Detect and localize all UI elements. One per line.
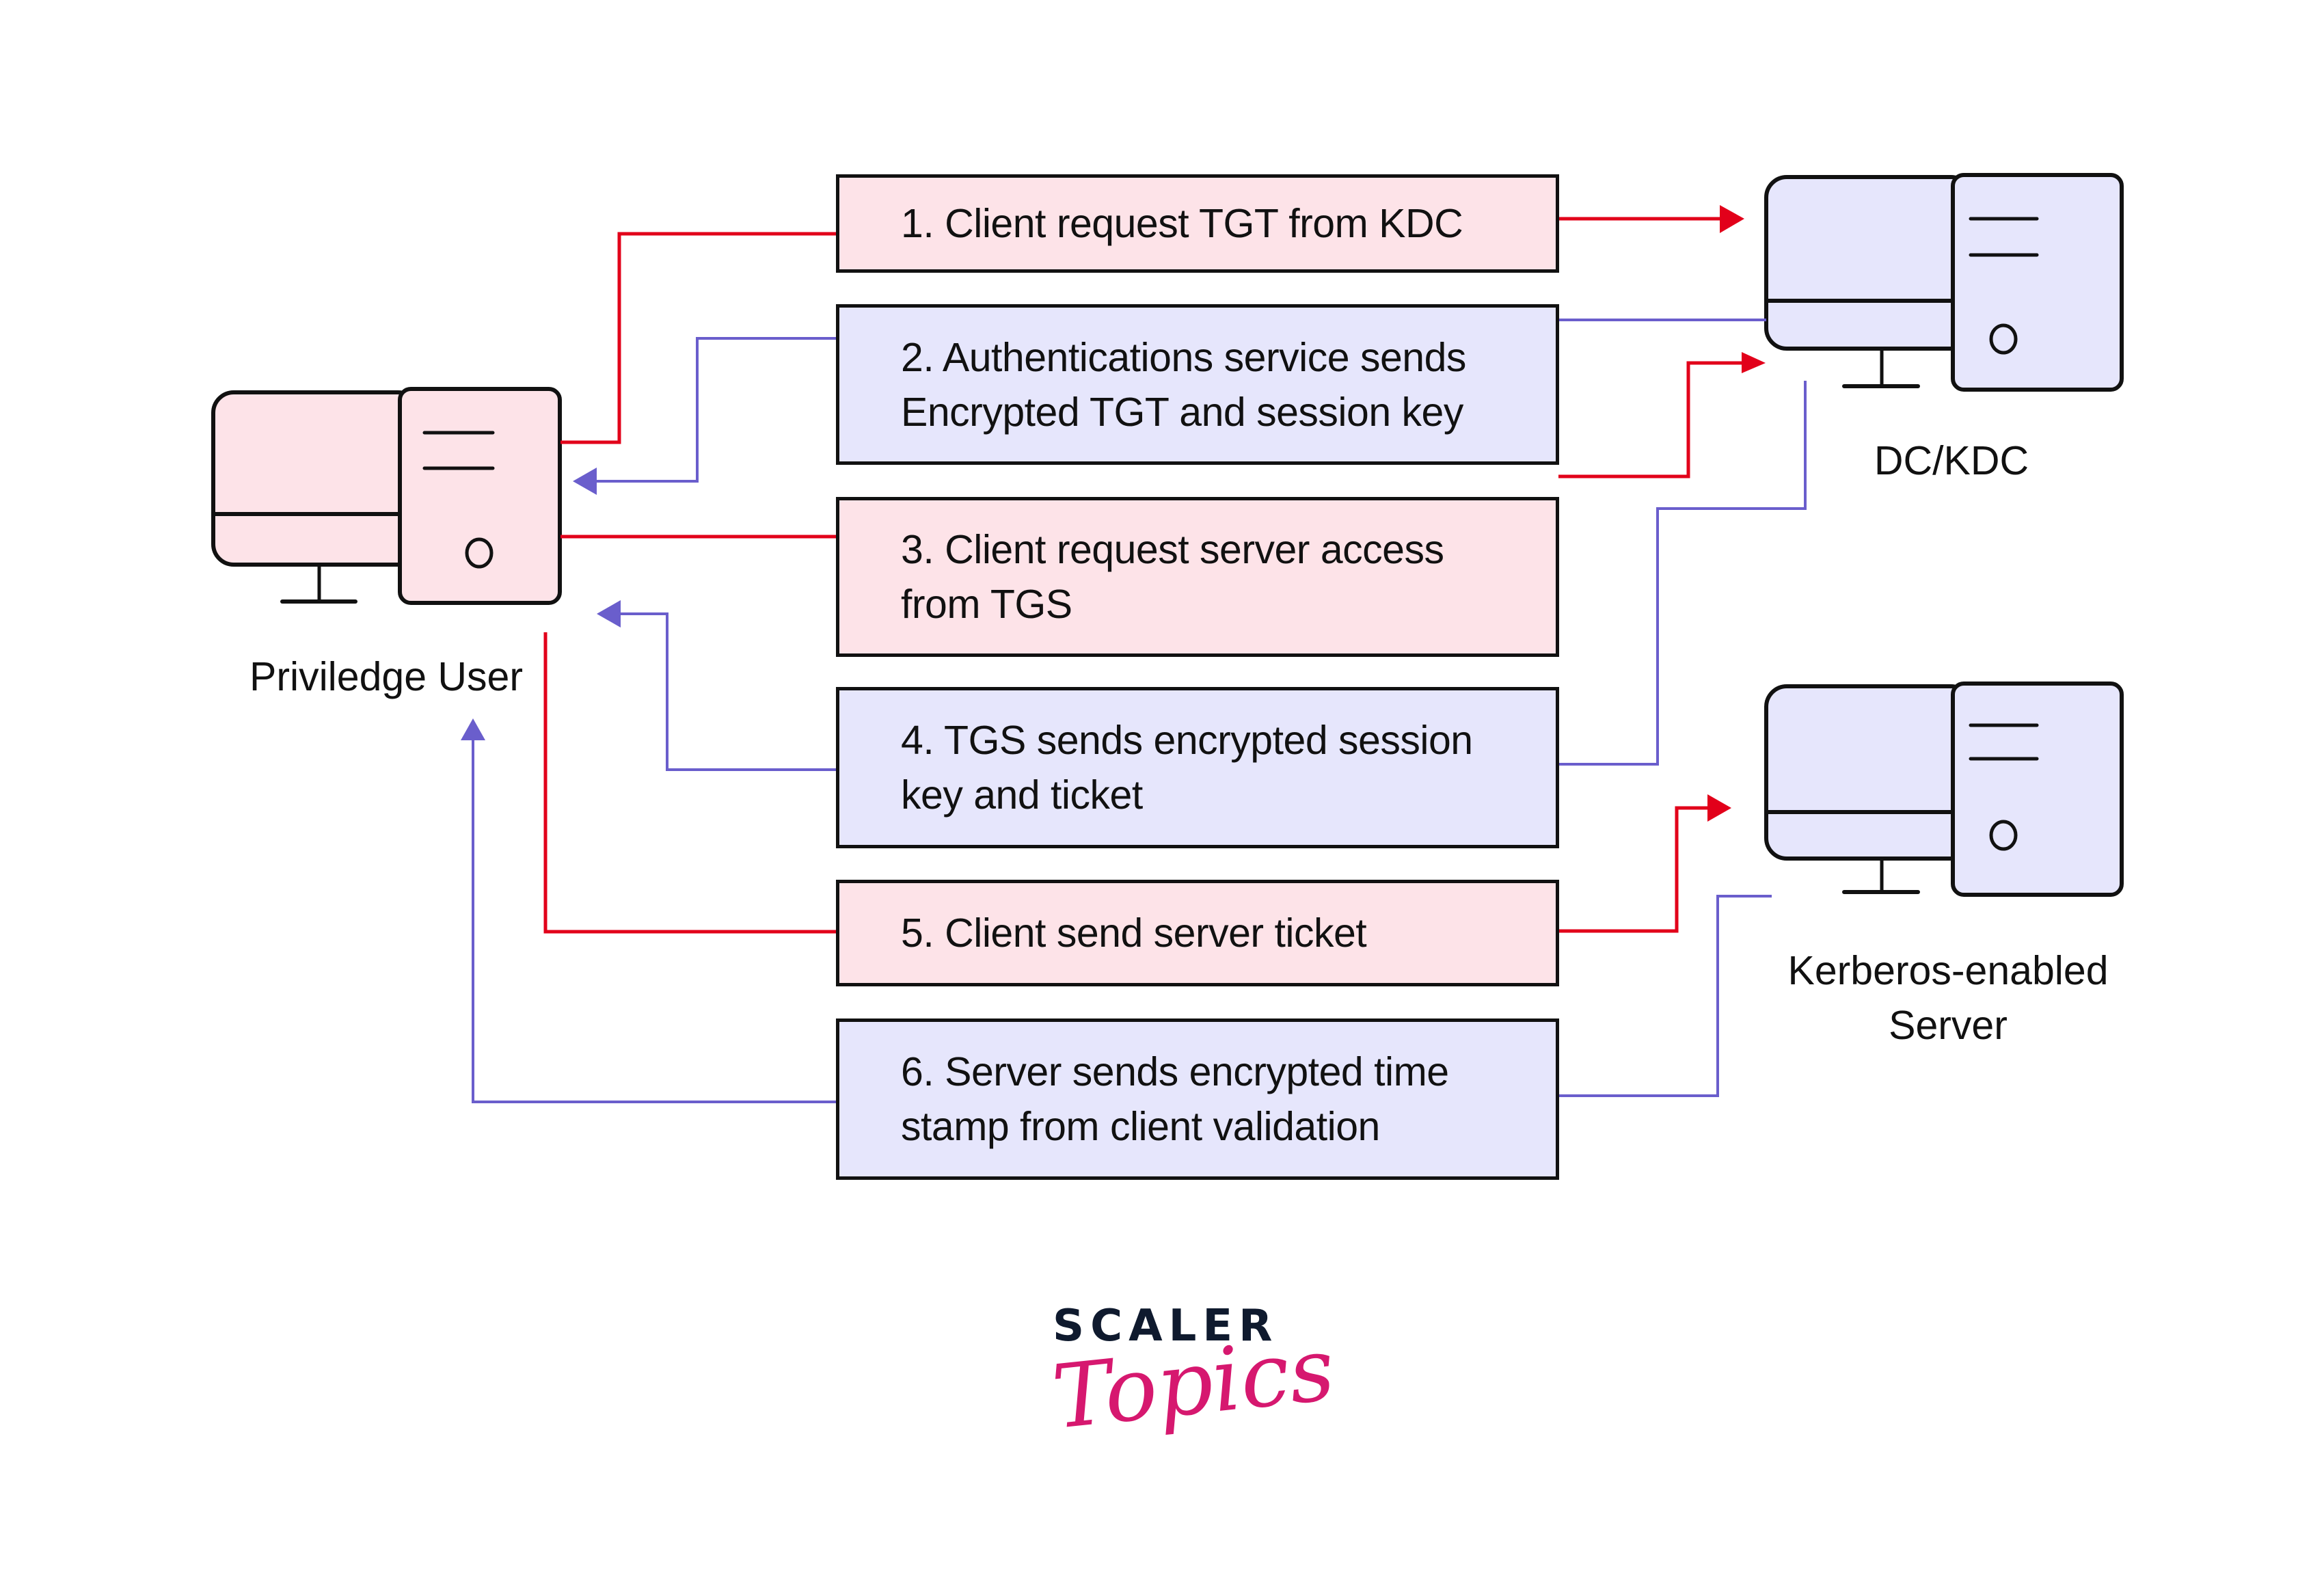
server-label: Kerberos-enabled Server — [1750, 943, 2146, 1053]
arrowhead-to-server — [1707, 794, 1731, 822]
step-1-line-1: 1. Client request TGT from KDC — [901, 201, 1463, 246]
step-6-line-1: 6. Server sends encrypted time — [901, 1049, 1449, 1094]
arrowhead-to-client — [597, 600, 621, 628]
arrowhead-to-client — [461, 718, 485, 740]
kdc-label: DC/KDC — [1874, 438, 2029, 483]
step-3-line-2: from TGS — [901, 582, 1072, 627]
server-computer-icon — [1764, 682, 2124, 897]
server-label-line-1: Kerberos-enabled — [1787, 948, 2109, 993]
arrowhead-to-kdc — [1720, 205, 1744, 233]
step-box-5: 5. Client send server ticket — [836, 880, 1559, 986]
step-4-line-2: key and ticket — [901, 772, 1143, 818]
step-box-3: 3. Client request server access from TGS — [836, 497, 1559, 657]
connector-step-6 — [461, 718, 1772, 1103]
arrowhead-to-kdc — [1742, 352, 1766, 373]
logo-sub-text: Topics — [1048, 1318, 1340, 1449]
step-box-4: 4. TGS sends encrypted session key and t… — [836, 687, 1559, 848]
logo-brand-text: SCALER — [1053, 1301, 1279, 1351]
client-computer-icon — [211, 387, 562, 605]
connector-step-1 — [560, 205, 1744, 444]
client-label: Priviledge User — [249, 654, 524, 699]
step-box-1: 1. Client request TGT from KDC — [836, 174, 1559, 273]
step-3-line-1: 3. Client request server access — [901, 527, 1444, 572]
scaler-topics-logo: SCALER Topics — [1048, 1301, 1339, 1449]
server-label-line-2: Server — [1889, 1003, 2008, 1048]
step-6-line-2: stamp from client validation — [901, 1104, 1380, 1149]
connector-step-3 — [560, 352, 1766, 539]
arrowhead-to-client — [573, 468, 597, 495]
connector-step-2 — [573, 319, 1766, 495]
step-box-6: 6. Server sends encrypted time stamp fro… — [836, 1018, 1559, 1180]
step-2-line-2: Encrypted TGT and session key — [901, 389, 1463, 435]
connector-step-4 — [597, 381, 1807, 771]
connector-step-5 — [543, 632, 1731, 934]
step-box-2: 2. Authentications service sends Encrypt… — [836, 304, 1559, 465]
kdc-computer-icon — [1764, 173, 2124, 392]
step-4-line-1: 4. TGS sends encrypted session — [901, 718, 1473, 763]
step-5-line-1: 5. Client send server ticket — [901, 910, 1367, 956]
step-2-line-1: 2. Authentications service sends — [901, 334, 1466, 380]
